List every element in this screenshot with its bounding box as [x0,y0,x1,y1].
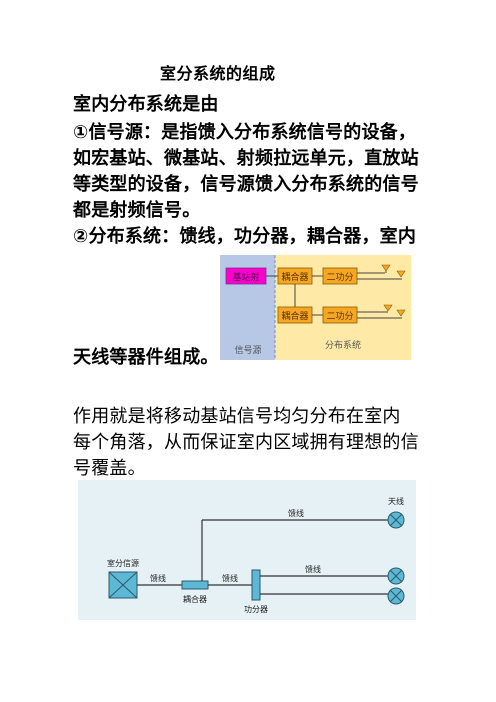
coupler-label-1: 耦合器 [281,271,308,283]
signal-distribution-diagram: 基站射 耦合器 二功分 耦合器 二功分 [220,255,411,360]
splitter-label-2: 二功分 [326,311,353,322]
splitter-label: 功分器 [244,604,268,614]
antenna-icon [383,304,393,312]
signal-source-label: 室分信源 [107,558,139,568]
text-line-2: ①信号源：是指馈入分布系统信号的设备， [73,122,417,143]
signal-source-label: 信号源 [234,344,261,356]
splitter-label-1: 二功分 [326,272,353,283]
text-line-4: 等类型的设备，信号源馈入分布系统的信号 [73,174,419,195]
text-line-5: 都是射频信号。 [73,200,201,221]
feeder-label-1: 馈线 [150,573,166,583]
splitter-box [251,569,261,601]
splitter-box-1 [322,267,358,285]
text-line-9: 每个角落，从而保证室内区域拥有理想的信 [73,432,419,453]
distribution-system-label: 分布系统 [325,339,361,351]
coupler-box [181,580,209,590]
text-line-6: ②分布系统：馈线，功分器，耦合器，室内 [73,226,417,247]
coupler-label: 耦合器 [183,594,207,604]
indoor-system-diagram: 室分信源 馈线 耦合器 馈线 天线 馈线 功分器 [78,480,416,620]
diagram-background [78,480,416,620]
feeder-label-2: 馈线 [222,573,238,583]
text-line-10: 号覆盖。 [73,458,146,479]
text-line-1: 室内分布系统是由 [73,94,219,115]
base-station-label: 基站射 [232,271,259,283]
splitter-box-2 [322,306,358,324]
antenna-label: 天线 [388,496,404,506]
text-line-8: 作用就是将移动基站信号均匀分布在室内 [73,406,401,427]
feeder-label-mid: 馈线 [305,564,321,574]
text-line-3: 如宏基站、微基站、射频拉远单元，直放站 [73,148,419,169]
coupler-label-2: 耦合器 [281,310,308,322]
document-title: 室分系统的组成 [160,64,276,83]
feeder-label-top: 馈线 [288,508,304,518]
antenna-icon [396,270,406,278]
antenna-icon [396,309,406,317]
antenna-icon [381,264,391,272]
text-line-7: 天线等器件组成。 [73,347,219,368]
